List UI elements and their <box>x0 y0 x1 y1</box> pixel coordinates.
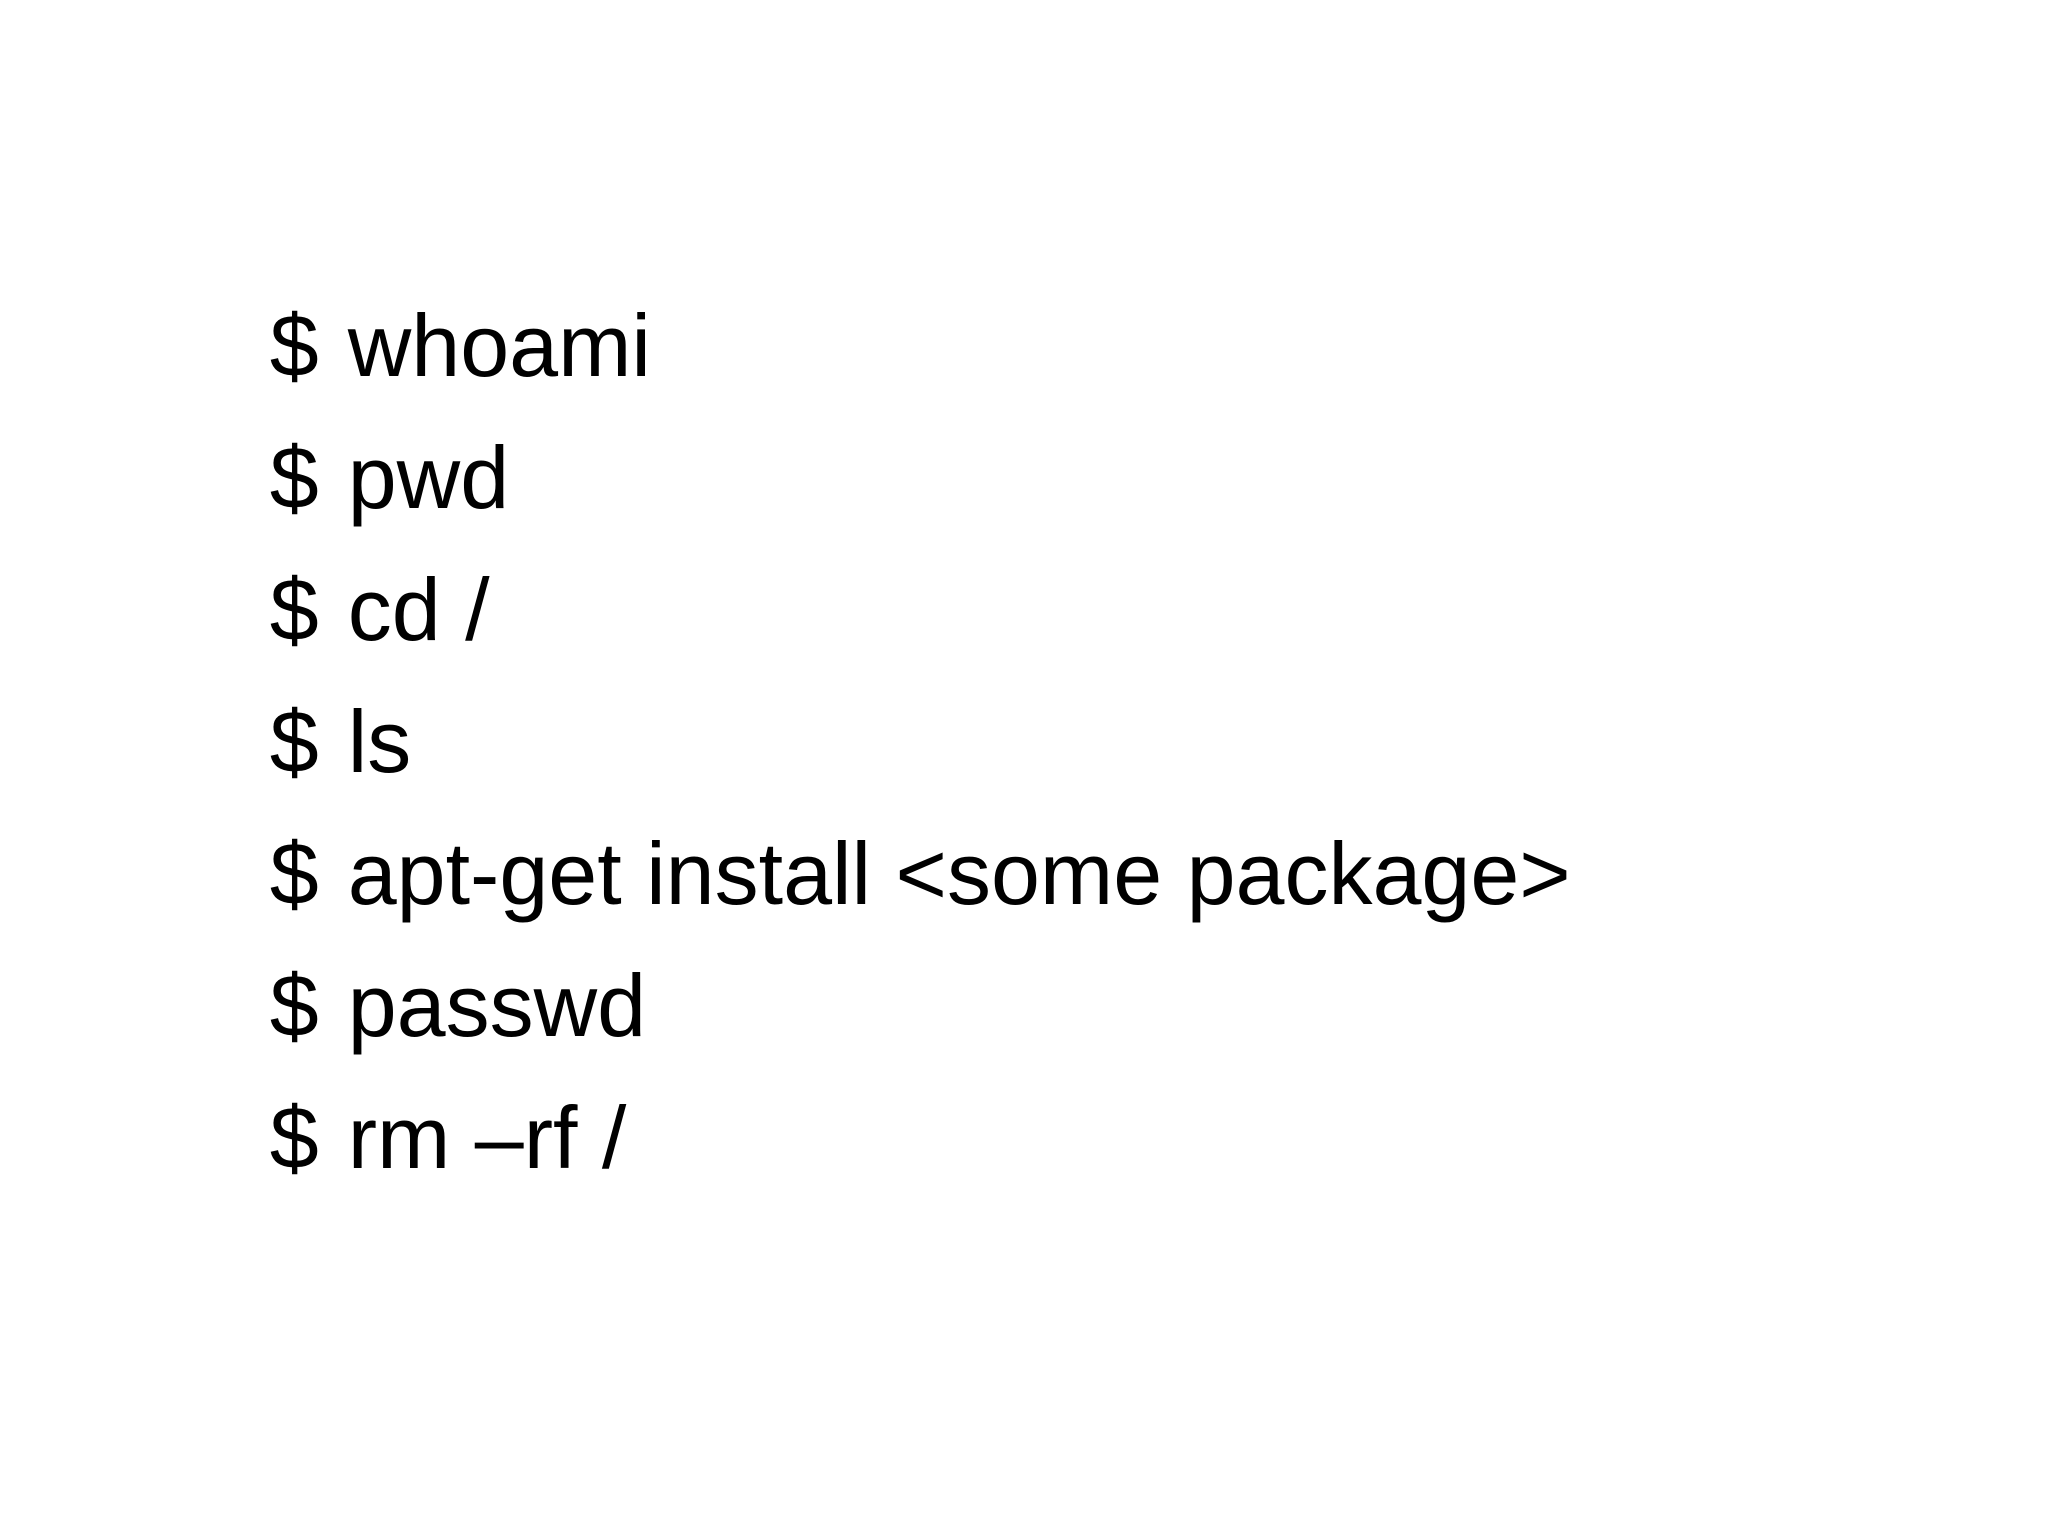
prompt-symbol: $ <box>269 560 319 659</box>
command-line: $ pwd <box>123 280 1571 527</box>
command-line: $ passwd <box>123 808 1571 1055</box>
command-line: $ apt-get install <some package> <box>123 676 1571 923</box>
prompt-symbol: $ <box>269 296 319 395</box>
prompt-symbol: $ <box>269 692 319 791</box>
command-line: $ whoami <box>123 148 1571 395</box>
prompt-symbol: $ <box>269 956 319 1055</box>
prompt-symbol: $ <box>269 824 319 923</box>
command-text: pwd <box>347 428 510 527</box>
command-line: $ ls <box>123 544 1571 791</box>
command-text: passwd <box>347 956 647 1055</box>
command-text: cd / <box>347 560 490 659</box>
command-text: ls <box>347 692 412 791</box>
command-text: rm –rf / <box>347 1088 627 1187</box>
command-line: $ cd / <box>123 412 1571 659</box>
command-text: apt-get install <some package> <box>347 824 1571 923</box>
command-text: whoami <box>347 296 651 395</box>
command-line: $ rm –rf / <box>123 940 1571 1187</box>
prompt-symbol: $ <box>269 428 319 527</box>
command-list: $ whoami $ pwd $ cd / $ ls $ apt-get install … <box>123 148 1571 1187</box>
prompt-symbol: $ <box>269 1088 319 1187</box>
